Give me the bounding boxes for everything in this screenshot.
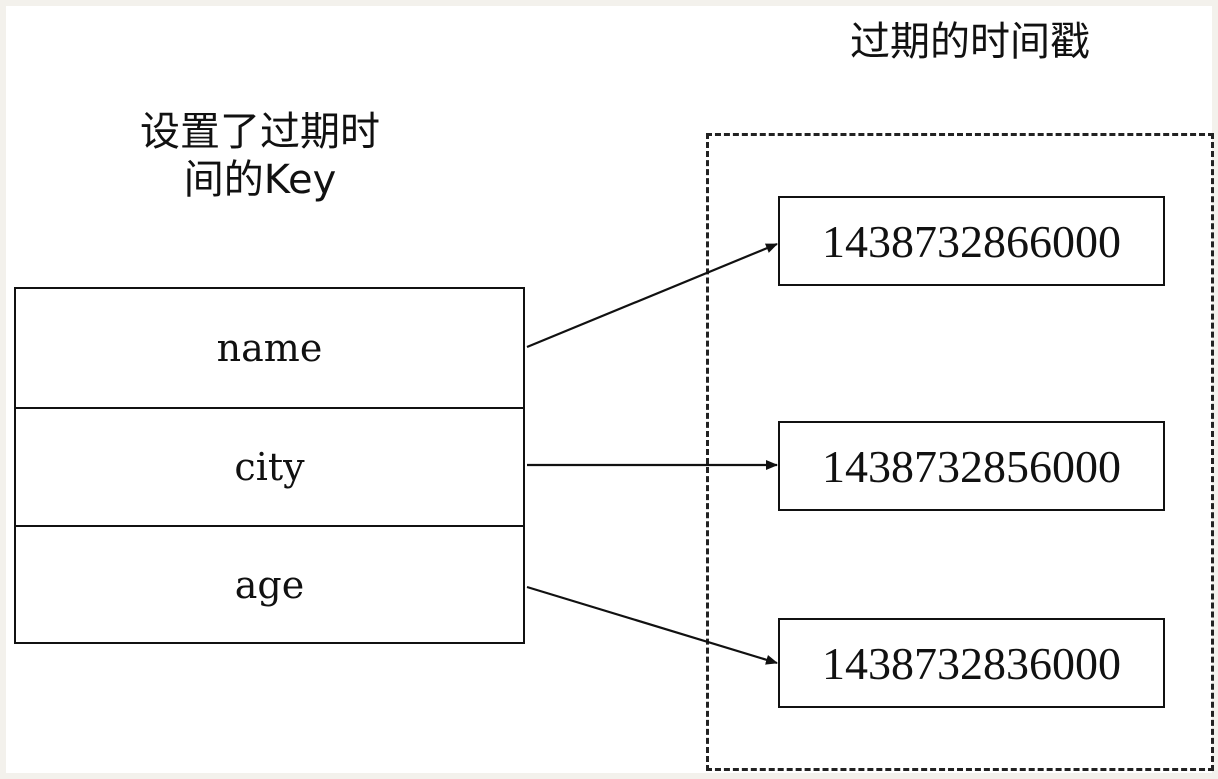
timestamps-title: 过期的时间戳: [850, 19, 1090, 65]
timestamp-box-city: 1438732856000: [778, 421, 1165, 511]
timestamp-box-age: 1438732836000: [778, 618, 1165, 708]
keys-title-line2: 间的Key: [183, 157, 337, 203]
timestamps-group-dashed-box: [706, 133, 1214, 771]
key-row-name: name: [216, 326, 323, 370]
timestamp-box-name: 1438732866000: [778, 196, 1165, 286]
key-row-age: age: [16, 525, 523, 643]
key-row-city: city: [16, 407, 523, 525]
keys-title-line1: 设置了过期时: [140, 109, 380, 155]
arrow-name-to-timestamp: [526, 242, 778, 349]
keys-title: 设置了过期时 间的Key: [70, 108, 450, 204]
expiring-keys-table: name city age: [14, 287, 525, 644]
arrow-age-to-timestamp: [526, 585, 778, 665]
